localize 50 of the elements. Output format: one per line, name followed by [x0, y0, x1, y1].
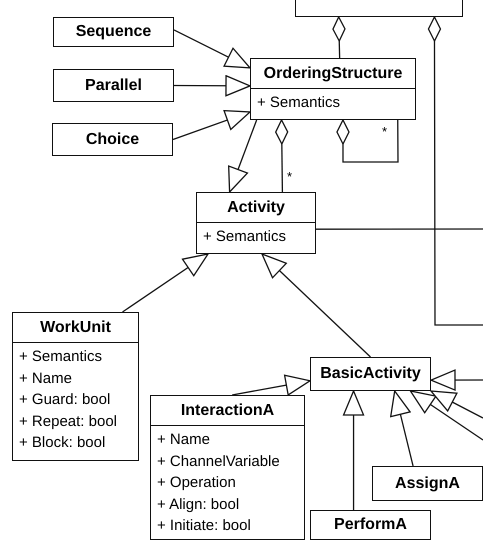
generalization-arrow [122, 253, 209, 313]
class-name: Parallel [84, 76, 143, 94]
generalization-arrow [430, 390, 483, 419]
class-box [150, 395, 305, 540]
class-name: Choice [84, 130, 140, 148]
attribute-text: + Name [157, 430, 210, 450]
class-box [372, 466, 483, 501]
class-box [12, 312, 139, 461]
class-box [53, 69, 174, 102]
attribute-text: + Semantics [19, 347, 102, 367]
generalization-arrow [232, 374, 311, 396]
generalization-arrow [410, 390, 483, 441]
attribute-text: + Align: bool [157, 494, 240, 514]
generalization-arrow [174, 75, 251, 96]
class-box [196, 192, 316, 254]
attribute-text: + Semantics [257, 93, 340, 113]
class-name: BasicActivity [319, 365, 422, 383]
generalization-arrow [174, 29, 251, 69]
class-name: Activity [197, 193, 315, 223]
class-name: WorkUnit [13, 313, 138, 343]
aggregation-line [332, 16, 346, 58]
class-name: InteractionA [151, 396, 304, 426]
generalization-arrow [172, 110, 251, 140]
generalization-arrow [430, 369, 483, 391]
generalization-arrow [390, 390, 414, 466]
class-name: Sequence [74, 23, 152, 41]
class-name: AssignA [394, 474, 461, 492]
generalization-arrow [261, 253, 371, 358]
class-box [52, 123, 173, 156]
class-box [250, 58, 416, 120]
association-line [316, 228, 483, 230]
class-box [310, 510, 431, 540]
attribute-text: + Operation [157, 473, 236, 493]
class-box [310, 357, 431, 391]
aggregation-line [428, 16, 483, 326]
attribute-text: + Initiate: bool [157, 516, 251, 536]
attribute-text: + Semantics [203, 227, 286, 247]
generalization-arrow [228, 120, 258, 193]
attribute-text: + Name [19, 368, 72, 388]
generalization-arrow [342, 390, 364, 510]
self-aggregation-line [336, 119, 399, 163]
attribute-text: + Repeat: bool [19, 412, 117, 432]
class-name: PerformA [333, 516, 408, 534]
attribute-text: + Guard: bool [19, 390, 110, 410]
attribute-text: + ChannelVariable [157, 452, 280, 472]
class-box [295, 0, 463, 17]
class-box [53, 17, 174, 47]
attribute-text: + Block: bool [19, 433, 106, 453]
class-name: OrderingStructure [251, 59, 415, 89]
aggregation-line [275, 119, 288, 192]
